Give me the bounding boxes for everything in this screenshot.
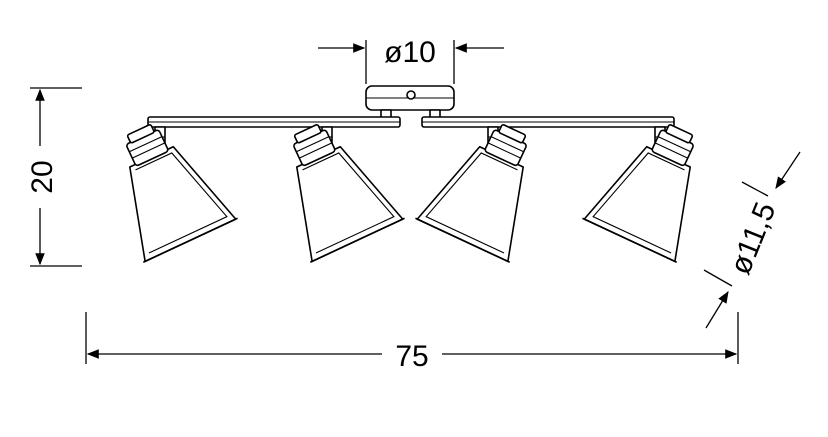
spot-head-2: [257, 106, 406, 264]
dimension-total-width: 75: [85, 312, 739, 373]
left-arm-bar: [147, 116, 401, 128]
lamp-fixture: [90, 85, 730, 264]
ceiling-canopy: [365, 85, 455, 121]
total-width-label: 75: [395, 340, 428, 373]
height-label: 20: [26, 160, 59, 193]
dimension-shade-diameter: ø11,5: [703, 151, 801, 329]
spot-head-4: [581, 106, 730, 264]
shade-diameter-label: ø11,5: [724, 198, 783, 279]
right-arm-bar: [421, 116, 675, 128]
dimension-height: 20: [26, 87, 82, 267]
dimension-mount-diameter: ø10: [318, 36, 504, 84]
spot-head-3: [414, 106, 563, 264]
spot-head-1: [90, 106, 239, 264]
mount-diameter-label: ø10: [384, 36, 436, 69]
